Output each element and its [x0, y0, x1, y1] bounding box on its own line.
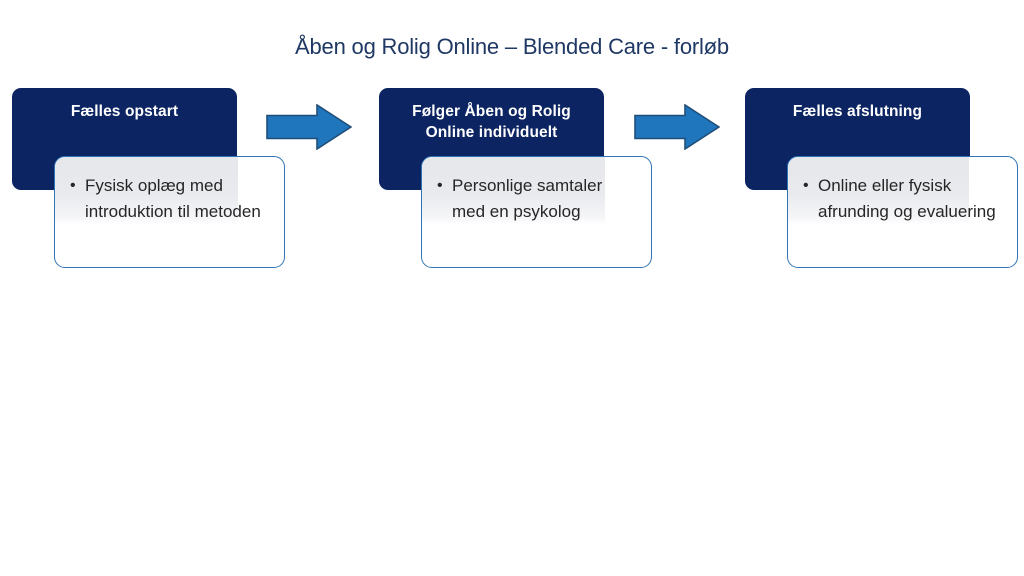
page-title: Åben og Rolig Online – Blended Care - fo… [295, 34, 729, 59]
stage-card-1[interactable]: Fysisk oplæg med introduktion til metode… [54, 156, 285, 268]
stage-card-2[interactable]: Personlige samtaler med en psykolog [421, 156, 652, 268]
right-arrow-icon [266, 104, 352, 150]
stage-header-label-3: Fælles afslutning [792, 103, 923, 120]
list-item: Fysisk oplæg med introduktion til metode… [69, 173, 272, 224]
stage-card-body-1: Fysisk oplæg med introduktion til metode… [55, 157, 284, 224]
list-item: Personlige samtaler med en psykolog [436, 173, 639, 224]
stage-card-body-3: Online eller fysisk afrunding og evaluer… [788, 157, 1017, 224]
stage-header-label-1: Fælles opstart [70, 103, 179, 120]
stage-card-body-2: Personlige samtaler med en psykolog [422, 157, 651, 224]
right-arrow-icon [634, 104, 720, 150]
stage-header-label-2: Følger Åben og Rolig Online individuelt [412, 103, 571, 141]
stage-card-3[interactable]: Online eller fysisk afrunding og evaluer… [787, 156, 1018, 268]
list-item: Online eller fysisk afrunding og evaluer… [802, 173, 1005, 224]
